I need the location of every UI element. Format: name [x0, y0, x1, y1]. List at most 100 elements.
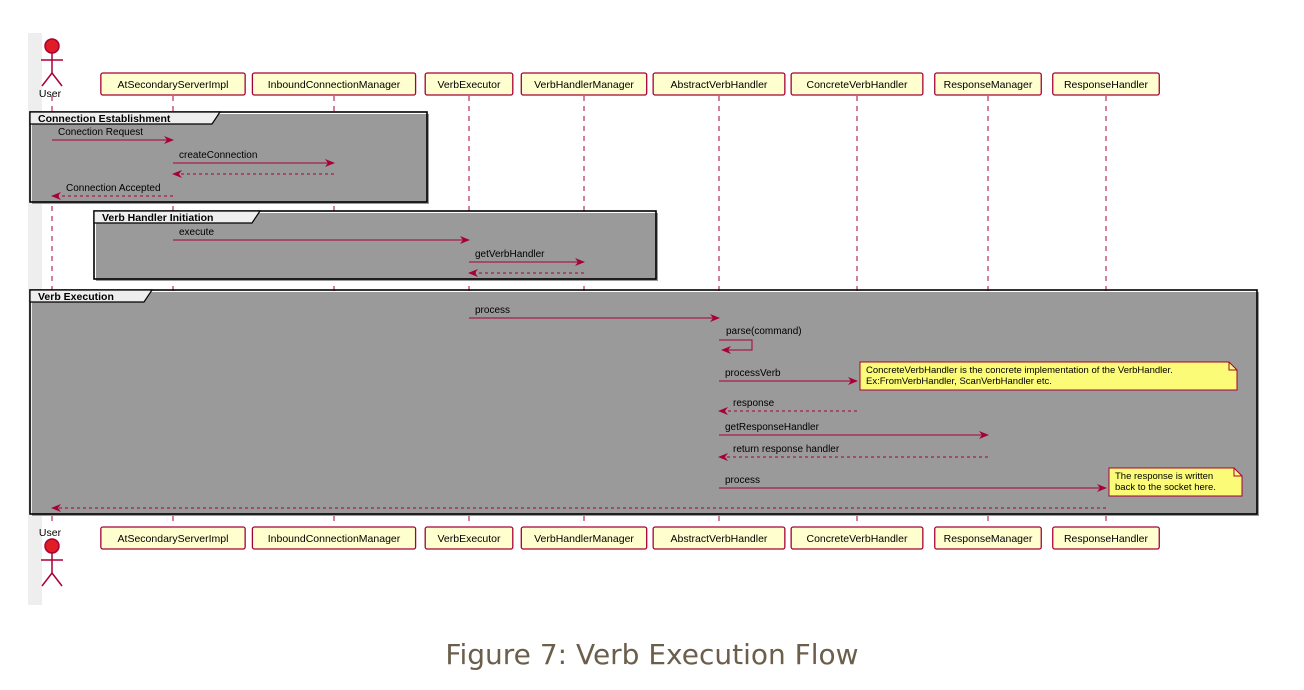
- participant-box: [1052, 72, 1160, 96]
- participant-ve-top: VerbExecutor: [424, 72, 514, 96]
- participant-ve-bottom: VerbExecutor: [424, 526, 514, 550]
- message-label: response: [733, 398, 775, 409]
- participant-box: [652, 72, 786, 96]
- group-frame-shadow: [32, 292, 1259, 516]
- participant-rm-bottom: ResponseManager: [934, 526, 1042, 550]
- message-label: return response handler: [733, 444, 840, 455]
- note-text-line: back to the socket here.: [1115, 482, 1216, 493]
- message-label: createConnection: [179, 150, 257, 161]
- participant-cvh-top: ConcreteVerbHandler: [790, 72, 924, 96]
- message-self-arrow: [719, 339, 753, 354]
- group-frame-tab: [29, 111, 222, 125]
- participant-rh-top: ResponseHandler: [1052, 72, 1160, 96]
- actor-leg-right: [51, 572, 63, 587]
- participant-avh-top: AbstractVerbHandler: [652, 72, 786, 96]
- participant-label: ResponseHandler: [1064, 533, 1149, 545]
- participant-box: [424, 72, 514, 96]
- actor-bottom: User: [39, 527, 63, 587]
- message-label: process: [725, 475, 760, 486]
- participant-label: ResponseManager: [944, 79, 1033, 91]
- participant-label: VerbHandlerManager: [534, 79, 634, 91]
- participant-label: ConcreteVerbHandler: [807, 79, 908, 91]
- note-text-line: ConcreteVerbHandler is the concrete impl…: [866, 365, 1173, 376]
- group-frame-border: [29, 111, 428, 203]
- participant-avh-bottom: AbstractVerbHandler: [652, 526, 786, 550]
- message-10: processVerb: [719, 368, 858, 385]
- message-label: Conection Request: [58, 127, 143, 138]
- message-11: response: [718, 398, 857, 415]
- group-frame-shadow: [96, 213, 658, 281]
- participant-label: InboundConnectionManager: [268, 79, 401, 91]
- message-label: execute: [179, 227, 214, 238]
- participant-assi-top: AtSecondaryServerImpl: [100, 72, 246, 96]
- actor-leg-left: [41, 572, 53, 587]
- message-9: parse(command): [719, 326, 802, 354]
- participant-label: VerbExecutor: [437, 79, 501, 91]
- actor-label: User: [39, 527, 62, 539]
- note-fold: [1228, 362, 1237, 371]
- participant-box: [251, 526, 417, 550]
- message-6: getVerbHandler: [469, 249, 585, 266]
- participant-box: [424, 526, 514, 550]
- participant-box: [251, 72, 417, 96]
- participant-label: ConcreteVerbHandler: [807, 533, 908, 545]
- participant-label: VerbExecutor: [437, 533, 501, 545]
- actor-head: [44, 538, 60, 554]
- note-1: ConcreteVerbHandler is the concrete impl…: [859, 361, 1238, 391]
- message-label: getVerbHandler: [475, 249, 545, 260]
- message-label: processVerb: [725, 368, 781, 379]
- participant-label: ResponseManager: [944, 533, 1033, 545]
- actor-top: User: [39, 38, 63, 100]
- participant-cvh-bottom: ConcreteVerbHandler: [790, 526, 924, 550]
- note-body: [1108, 467, 1243, 497]
- note-body: [859, 361, 1238, 391]
- participant-label: AtSecondaryServerImpl: [118, 79, 229, 91]
- participant-box: [520, 526, 648, 550]
- message-1: Conection Request: [52, 127, 174, 144]
- message-13: return response handler: [718, 444, 988, 461]
- actor-leg-right: [51, 72, 63, 87]
- participant-label: AtSecondaryServerImpl: [118, 533, 229, 545]
- actor-label: User: [39, 88, 62, 100]
- group-frame-label: Connection Establishment: [38, 113, 171, 125]
- participant-box: [934, 72, 1042, 96]
- participant-rh-bottom: ResponseHandler: [1052, 526, 1160, 550]
- message-2: createConnection: [173, 150, 335, 167]
- message-12: getResponseHandler: [719, 422, 989, 439]
- participant-icm-top: InboundConnectionManager: [251, 72, 417, 96]
- group-frame-label: Verb Handler Initiation: [102, 212, 213, 224]
- group-frame-3: Verb Execution: [29, 289, 1259, 516]
- actor-leg-left: [41, 72, 53, 87]
- participant-label: VerbHandlerManager: [534, 533, 634, 545]
- participant-icm-bottom: InboundConnectionManager: [251, 526, 417, 550]
- note-fold: [1233, 468, 1242, 477]
- group-frame-shadow: [32, 114, 429, 204]
- message-label: process: [475, 305, 510, 316]
- note-text-line: The response is written: [1115, 471, 1213, 482]
- participant-vhm-bottom: VerbHandlerManager: [520, 526, 648, 550]
- note-text-line: Ex:FromVerbHandler, ScanVerbHandler etc.: [866, 376, 1052, 387]
- participant-box: [100, 72, 246, 96]
- group-frame-2: Verb Handler Initiation: [93, 210, 658, 281]
- participant-box: [790, 526, 924, 550]
- group-frame-tab: [29, 289, 154, 303]
- participant-rm-top: ResponseManager: [934, 72, 1042, 96]
- message-label: Connection Accepted: [66, 183, 161, 194]
- participant-box: [100, 526, 246, 550]
- group-frame-1: Connection Establishment: [29, 111, 429, 204]
- participant-label: ResponseHandler: [1064, 79, 1149, 91]
- message-4: Connection Accepted: [51, 183, 173, 200]
- participant-box: [790, 72, 924, 96]
- group-frame-border: [29, 289, 1258, 515]
- group-frame-label: Verb Execution: [38, 291, 114, 303]
- participant-box: [1052, 526, 1160, 550]
- group-frame-border: [93, 210, 657, 280]
- participant-box: [520, 72, 648, 96]
- participant-box: [934, 526, 1042, 550]
- message-8: process: [469, 305, 720, 322]
- participant-label: AbstractVerbHandler: [671, 533, 768, 545]
- participant-label: AbstractVerbHandler: [671, 79, 768, 91]
